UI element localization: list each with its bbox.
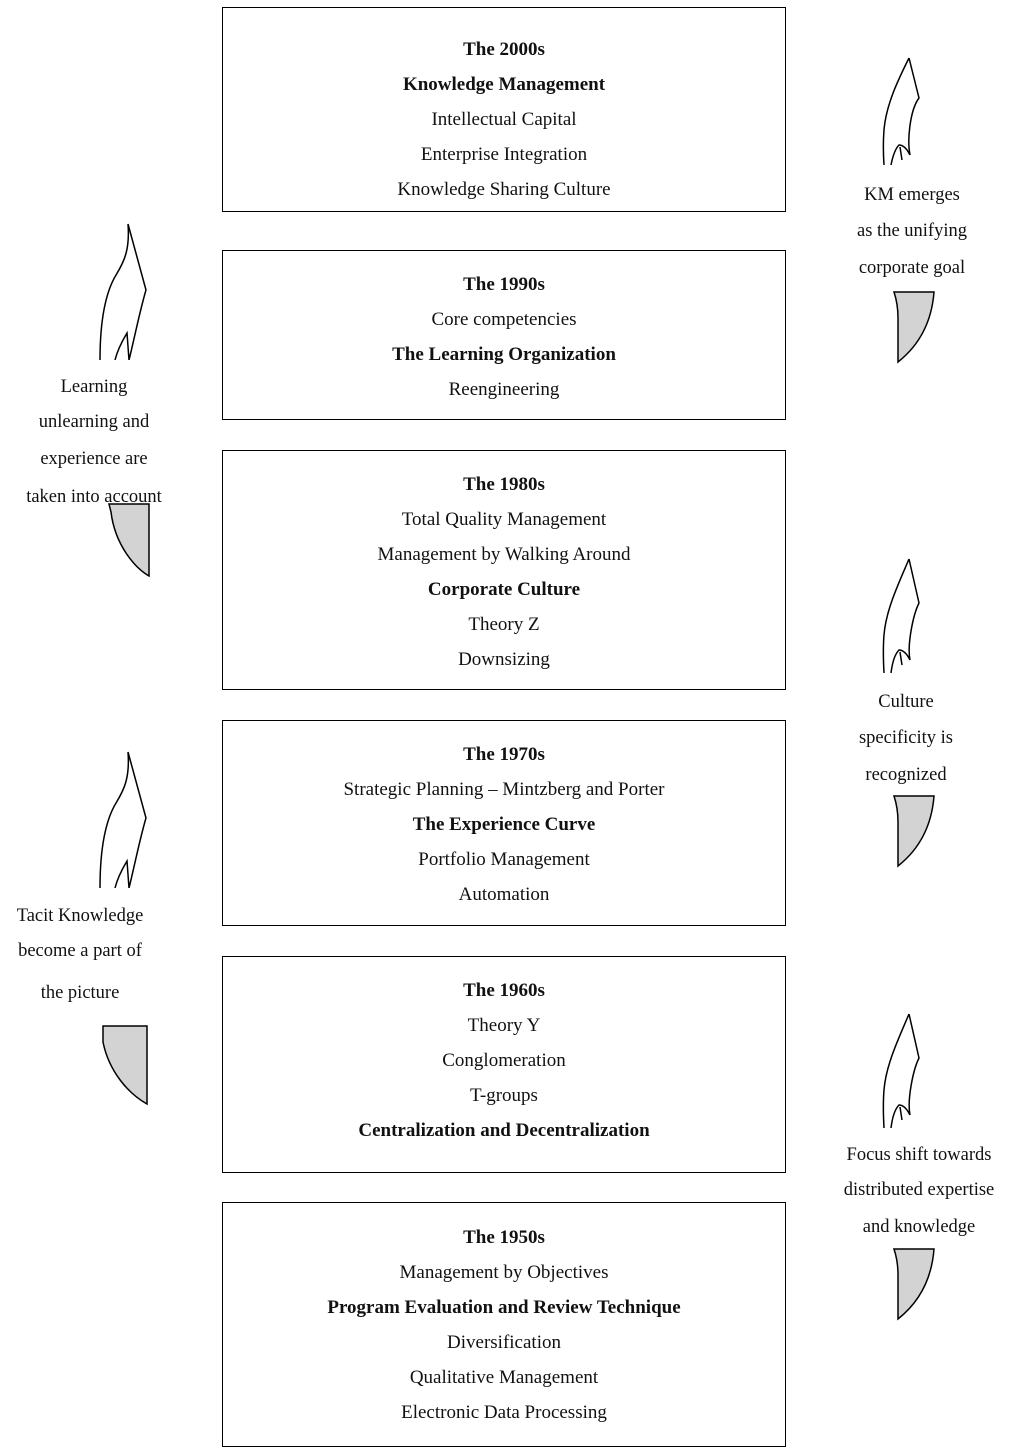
era-item: Enterprise Integration (420, 144, 588, 165)
note-line: KM emerges (864, 185, 960, 205)
era-item: Qualitative Management (409, 1367, 599, 1388)
note-line: taken into account (26, 487, 162, 507)
era-item: Total Quality Management (401, 509, 607, 530)
era-item: Portfolio Management (418, 849, 590, 870)
era-item: Knowledge Sharing Culture (397, 179, 611, 200)
note-line: specificity is (858, 728, 954, 748)
era-title: The 2000s (463, 39, 545, 60)
era-item: Theory Z (468, 614, 540, 635)
arrow-up-icon (882, 1013, 920, 1129)
era-item: Knowledge Management (402, 74, 606, 95)
era-item: Reengineering (448, 379, 560, 400)
note-line: Culture (878, 692, 934, 712)
note-line: Focus shift towards (846, 1145, 992, 1165)
arrow-up-icon (99, 751, 147, 889)
note-line: Learning (60, 377, 128, 397)
era-title: The 1970s (463, 744, 545, 765)
arrow-tail-icon (892, 291, 935, 364)
era-item: Corporate Culture (427, 579, 581, 600)
note-focus-shift: Focus shift towards distributed expertis… (830, 1144, 1008, 1244)
arrow-tail-icon (892, 795, 935, 868)
era-item: Core competencies (431, 309, 577, 330)
note-line: experience are (40, 449, 148, 469)
era-box-2000s: The 2000s Knowledge Management Intellect… (222, 7, 786, 212)
era-item: Automation (458, 884, 550, 905)
era-item: Management by Objectives (399, 1262, 609, 1283)
note-km-emerges: KM emerges as the unifying corporate goa… (822, 184, 1002, 284)
era-box-1970s: The 1970s Strategic Planning – Mintzberg… (222, 720, 786, 926)
note-line: as the unifying (857, 221, 967, 241)
era-item: Diversification (447, 1332, 561, 1353)
arrow-tail-icon (102, 1025, 148, 1106)
note-line: unlearning and (38, 412, 150, 432)
note-line: distributed expertise (843, 1180, 995, 1200)
era-item: Centralization and Decentralization (358, 1120, 650, 1141)
note-line: recognized (865, 765, 947, 785)
era-item: T-groups (470, 1085, 538, 1106)
era-item: Theory Y (467, 1015, 541, 1036)
arrow-tail-icon (108, 503, 150, 578)
era-title: The 1950s (463, 1227, 545, 1248)
note-learning-unlearning: Learning unlearning and experience are t… (4, 376, 184, 507)
arrow-tail-icon (892, 1248, 935, 1321)
arrow-up-icon (99, 223, 147, 361)
era-item: Electronic Data Processing (401, 1402, 607, 1423)
era-item: Intellectual Capital (431, 109, 577, 130)
note-line: corporate goal (858, 258, 966, 278)
era-title: The 1990s (463, 274, 545, 295)
note-line: the picture (40, 983, 120, 1003)
arrow-up-icon (882, 558, 920, 674)
note-line: become a part of (18, 941, 142, 961)
era-box-1960s: The 1960s Theory Y Conglomeration T-grou… (222, 956, 786, 1173)
era-item: The Experience Curve (412, 814, 596, 835)
era-title: The 1980s (463, 474, 545, 495)
era-item: The Learning Organization (392, 344, 616, 365)
era-box-1950s: The 1950s Management by Objectives Progr… (222, 1202, 786, 1447)
note-line: Tacit Knowledge (16, 906, 144, 926)
era-box-1990s: The 1990s Core competencies The Learning… (222, 250, 786, 420)
note-line: and knowledge (862, 1217, 976, 1237)
era-box-1980s: The 1980s Total Quality Management Manag… (222, 450, 786, 690)
note-culture-specificity: Culture specificity is recognized (816, 691, 996, 791)
era-title: The 1960s (463, 980, 545, 1001)
era-item: Program Evaluation and Review Technique (327, 1297, 681, 1318)
era-item: Management by Walking Around (377, 544, 631, 565)
note-tacit-knowledge: Tacit Knowledge become a part of the pic… (0, 905, 160, 1005)
era-item: Conglomeration (442, 1050, 566, 1071)
arrow-up-icon (882, 57, 920, 166)
era-item: Strategic Planning – Mintzberg and Porte… (343, 779, 665, 800)
era-item: Downsizing (458, 649, 550, 670)
